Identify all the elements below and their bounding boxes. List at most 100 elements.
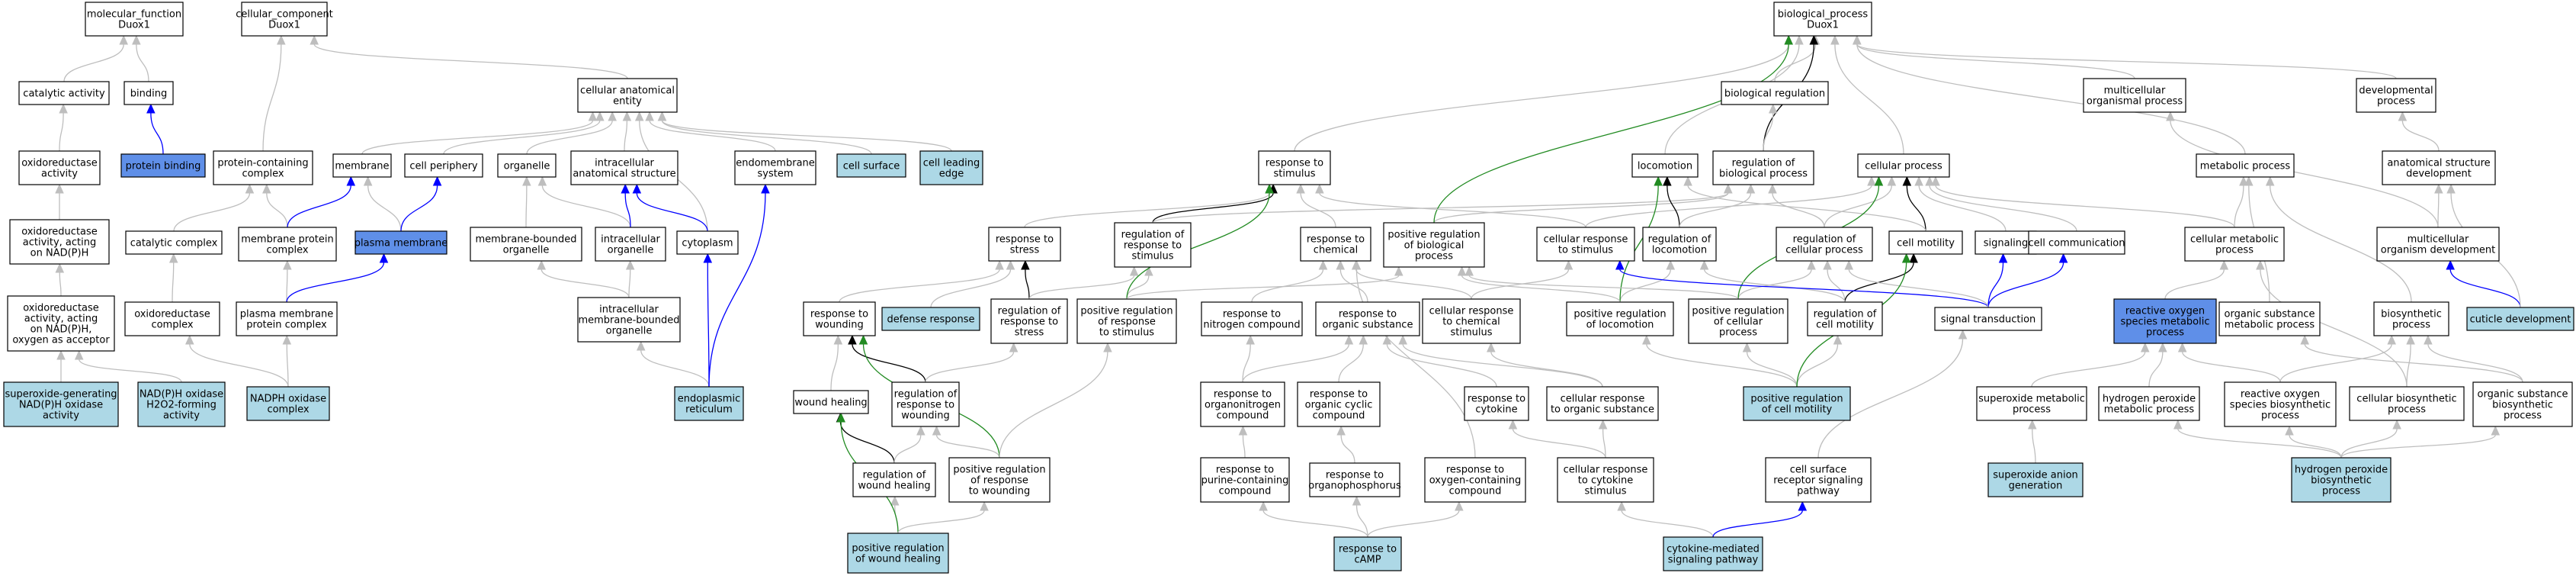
go-term-node-defense-response[interactable]: defense response	[881, 307, 980, 331]
node-label-line: edge	[939, 169, 964, 180]
go-term-node-locomotion[interactable]: locomotion	[1631, 153, 1699, 178]
go-term-node-binding[interactable]: binding	[124, 81, 174, 105]
go-term-node-cell-periphery[interactable]: cell periphery	[404, 153, 483, 178]
node-label-line: receptor signaling	[1773, 475, 1863, 487]
go-term-node-cell-surface[interactable]: cell surface	[836, 153, 906, 178]
node-box	[793, 390, 869, 414]
go-term-node-catalytic-complex[interactable]: catalytic complex	[125, 230, 223, 255]
go-term-node-biological-regulation[interactable]: biological regulation	[1721, 81, 1829, 105]
node-box	[18, 81, 110, 105]
go-term-node-wound-healing[interactable]: wound healing	[793, 390, 869, 414]
go-term-node-cellular-process[interactable]: cellular process	[1857, 153, 1950, 178]
node-box	[1631, 153, 1699, 178]
node-box	[124, 301, 220, 336]
go-term-node-catalytic-activity[interactable]: catalytic activity	[18, 81, 110, 105]
node-label-line: complex	[267, 404, 309, 416]
go-term-node-cytoplasm[interactable]: cytoplasm	[676, 230, 739, 255]
go-term-node-cell-communication[interactable]: cell communication	[2028, 230, 2125, 255]
go-term-node-membrane[interactable]: membrane	[332, 153, 392, 178]
go-term-node-metabolic-process[interactable]: metabolic process	[2196, 153, 2295, 178]
edge-membrane-protein-complex-to-protein-containing-complex	[262, 183, 288, 228]
go-term-node-cuticle-development[interactable]: cuticle development	[2466, 307, 2574, 331]
go-term-node-plasma-membrane[interactable]: plasma membrane	[354, 230, 448, 255]
node-box	[2028, 230, 2125, 255]
go-term-node-signaling[interactable]: signaling	[1975, 230, 2037, 255]
go-term-node-cell-motility[interactable]: cell motility	[1888, 230, 1963, 255]
go-term-node-organelle[interactable]: organelle	[497, 153, 557, 178]
go-term-node-protein-binding[interactable]: protein binding	[120, 153, 206, 178]
go-term-node-signal-transduction[interactable]: signal transduction	[1934, 307, 2042, 331]
